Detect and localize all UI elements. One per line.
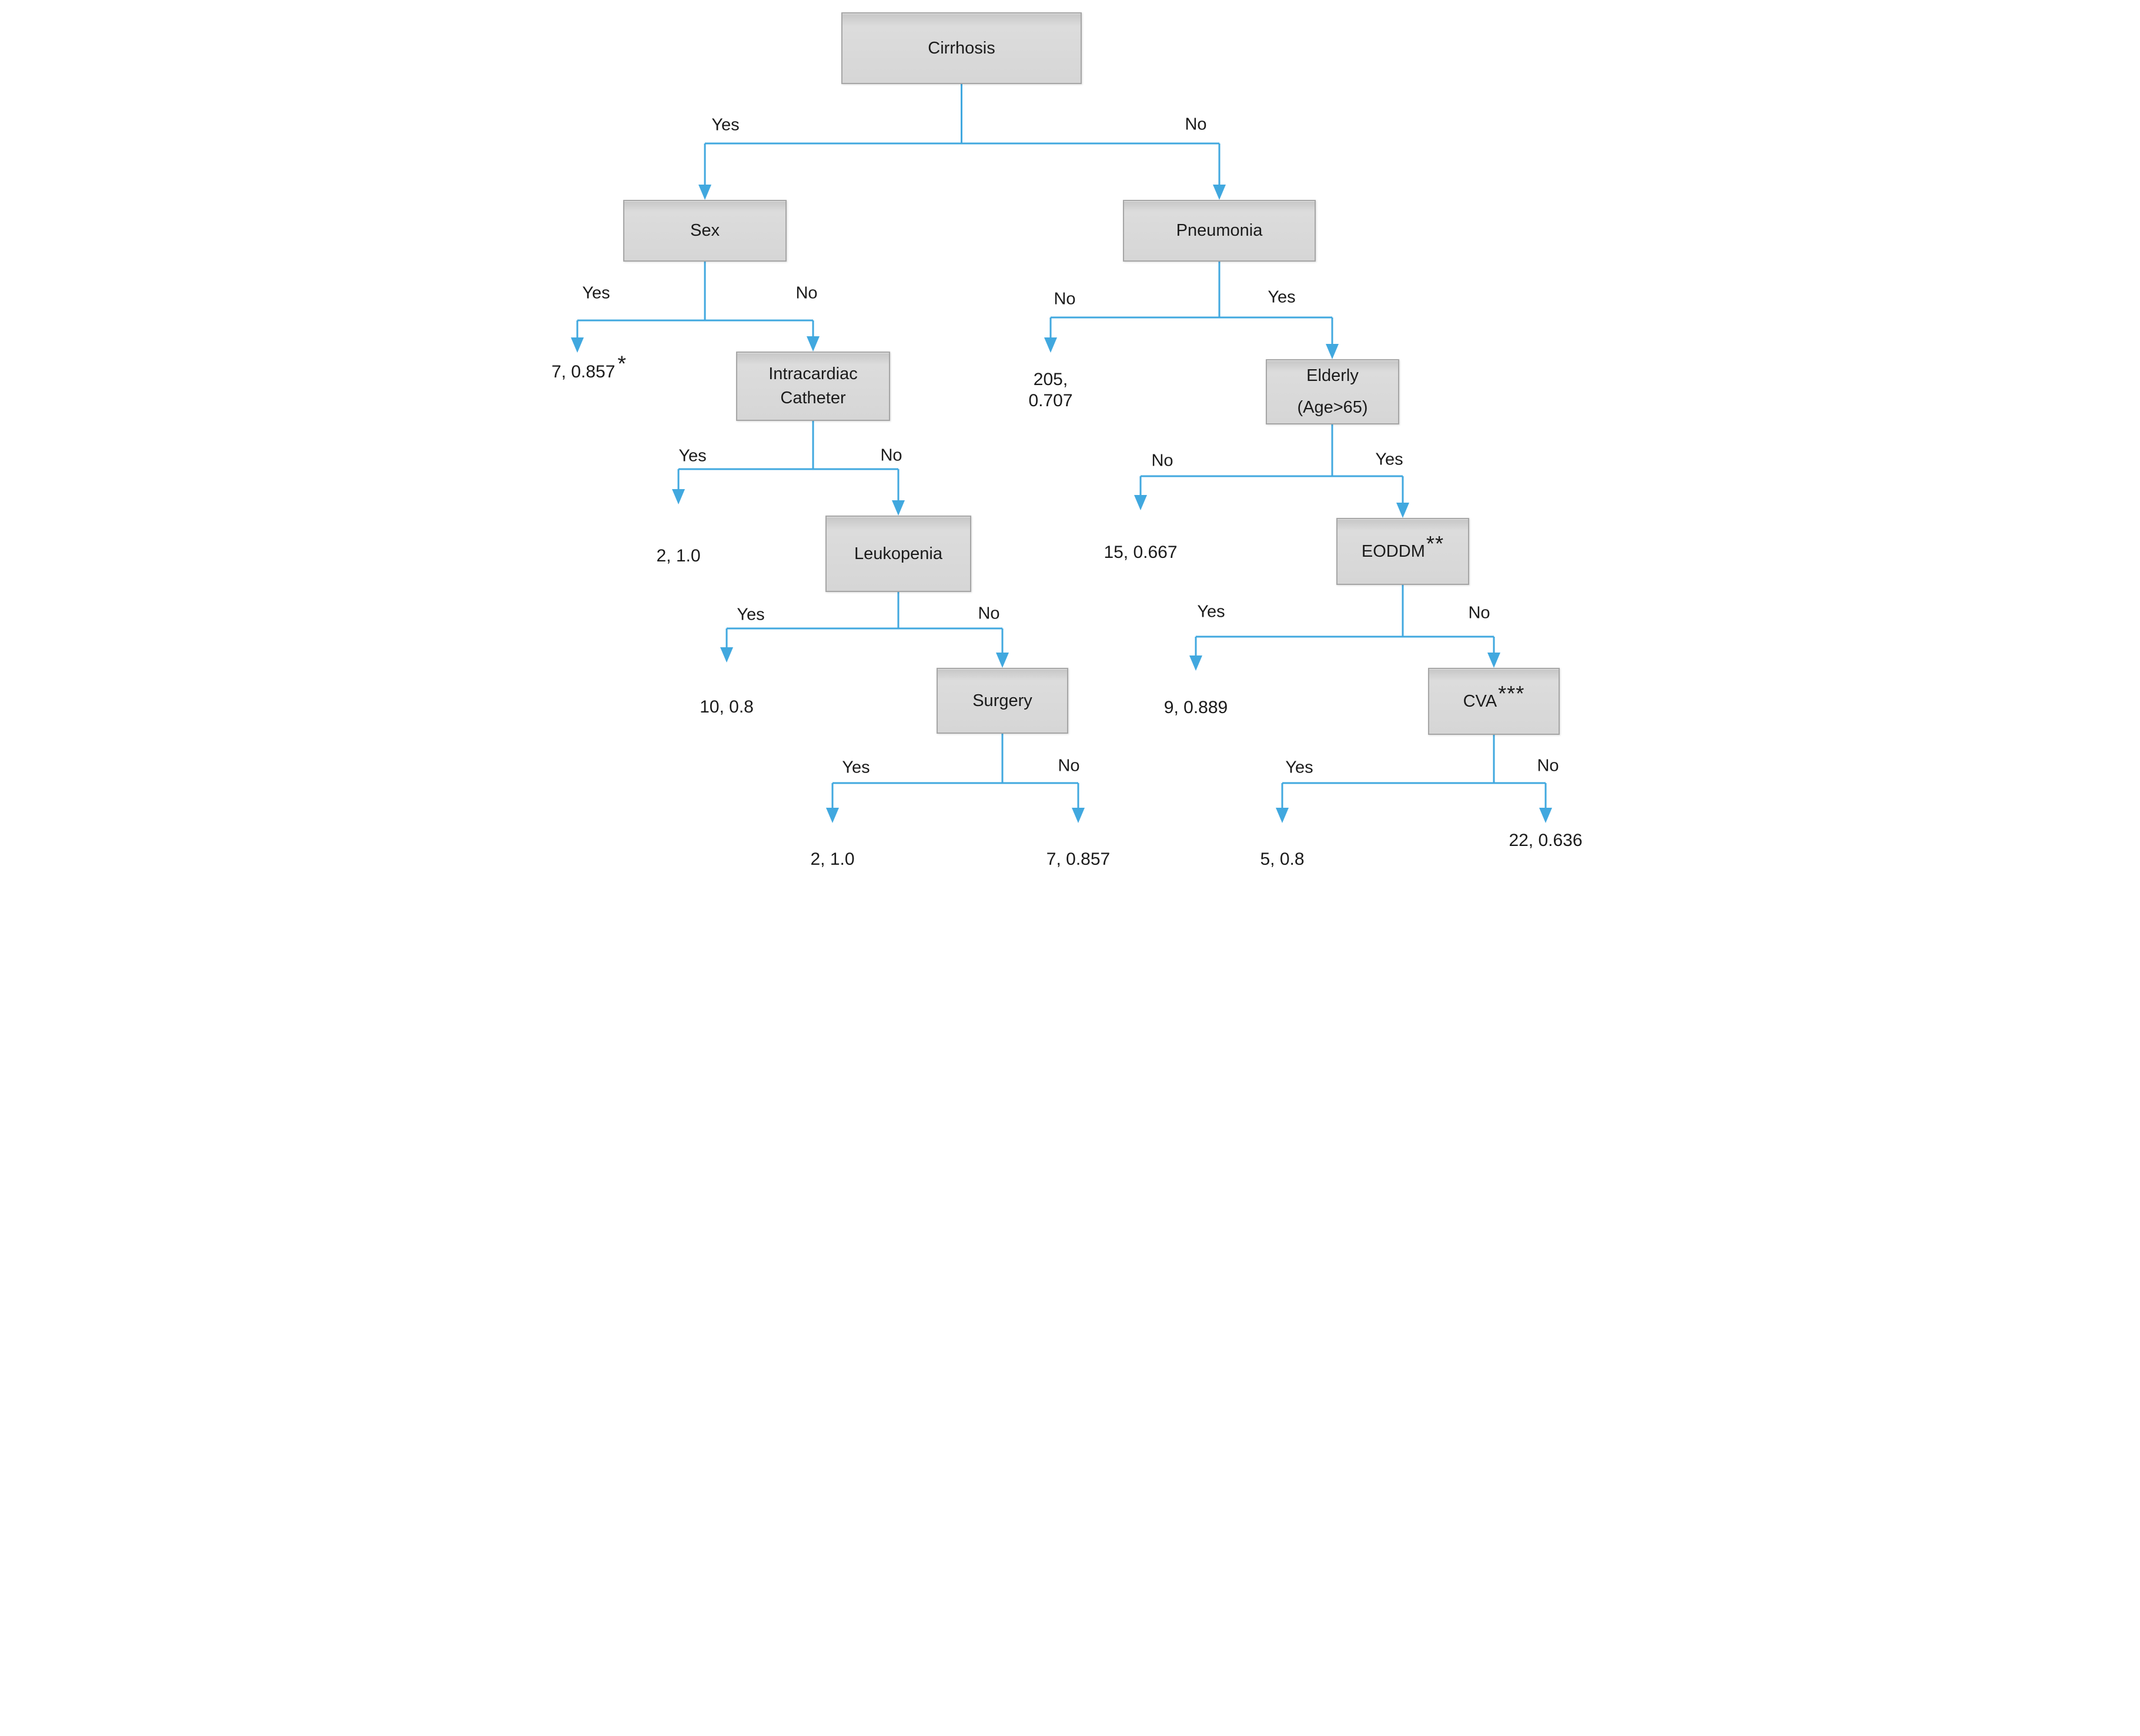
edges-elderly (1134, 424, 1409, 518)
arrowhead-to-leaf-cva-yes (1276, 808, 1289, 823)
arrowhead-to-surgery (996, 653, 1009, 668)
node-surgery: Surgery (937, 668, 1068, 734)
edge-label-surgery-yes: Yes (842, 758, 870, 777)
edge-label-elderly-no: No (1151, 451, 1173, 470)
edge-label-cirrhosis-yes: Yes (711, 115, 740, 135)
node-sex-label: Sex (690, 221, 720, 240)
leaf-intracardiac-yes: 2, 1.0 (656, 546, 701, 566)
edge-label-pneumonia-no: No (1054, 289, 1076, 309)
edge-label-cva-yes: Yes (1285, 758, 1313, 777)
edge-label-eoddm-yes: Yes (1197, 602, 1225, 621)
leaf-pneumonia-no: 205, 0.707 (1028, 369, 1072, 412)
node-eoddm: EODDM** (1336, 518, 1469, 585)
edges-cirrhosis (698, 84, 1226, 200)
edge-label-leukopenia-no: No (978, 604, 1000, 623)
node-cva-label: CVA*** (1463, 681, 1525, 711)
arrowhead-to-leaf-eoddm-yes (1189, 655, 1202, 671)
arrowhead-to-eoddm (1396, 503, 1409, 518)
edge-label-cva-no: No (1537, 756, 1559, 775)
leaf-cva-no: 22, 0.636 (1509, 831, 1583, 850)
node-sex: Sex (623, 200, 787, 262)
arrowhead-to-leaf-surgery-yes (826, 808, 839, 823)
arrowhead-to-leaf-leukopenia-yes (720, 647, 733, 663)
eoddm-asterisks: ** (1426, 531, 1444, 556)
edge-label-intracardiac-no: No (880, 446, 902, 465)
edge-label-sex-yes: Yes (582, 283, 610, 303)
node-leukopenia-label: Leukopenia (854, 544, 942, 563)
node-pneumonia-label: Pneumonia (1176, 221, 1263, 240)
node-intracardiac-catheter: Intracardiac Catheter (736, 352, 890, 421)
node-eoddm-label: EODDM** (1361, 531, 1444, 561)
arrowhead-to-leukopenia (892, 500, 905, 516)
arrowhead-to-intracardiac (807, 336, 820, 352)
edges-cva (1276, 735, 1552, 823)
edge-label-cirrhosis-no: No (1185, 115, 1207, 134)
node-intracardiac-line1: Intracardiac (768, 364, 858, 384)
arrowhead-to-sex (698, 185, 711, 200)
edge-label-intracardiac-yes: Yes (678, 446, 707, 466)
leaf-surgery-yes: 2, 1.0 (810, 849, 855, 869)
arrowhead-to-leaf-elderly-no (1134, 495, 1147, 510)
leaf-eoddm-yes: 9, 0.889 (1163, 698, 1228, 717)
leaf-surgery-no: 7, 0.857 (1046, 849, 1111, 869)
node-intracardiac-line2: Catheter (780, 389, 846, 407)
node-elderly-line2: (Age>65) (1297, 397, 1368, 417)
leaf-leukopenia-yes: 10, 0.8 (700, 697, 754, 717)
edges-surgery (826, 734, 1085, 823)
arrowhead-to-leaf-surgery-no (1072, 808, 1085, 823)
edge-label-elderly-yes: Yes (1375, 450, 1403, 469)
edge-label-eoddm-no: No (1468, 603, 1490, 623)
leaf-cva-yes: 5, 0.8 (1260, 849, 1305, 869)
arrowhead-to-cva (1487, 653, 1500, 668)
leaf-pneumonia-no-line2: 0.707 (1028, 391, 1073, 410)
edge-label-pneumonia-yes: Yes (1268, 287, 1296, 307)
arrowhead-to-leaf-cva-no (1539, 808, 1552, 823)
node-cva: CVA*** (1428, 668, 1560, 735)
arrowhead-to-leaf-pneumonia-no (1044, 337, 1057, 353)
leaf-sex-yes: 7, 0.857* (551, 350, 627, 382)
leaf-sex-yes-asterisk: * (617, 350, 627, 376)
leaf-pneumonia-no-line1: 205, (1033, 370, 1068, 389)
arrowhead-to-pneumonia (1213, 185, 1226, 200)
cva-asterisks: *** (1498, 681, 1525, 705)
edges-eoddm (1189, 585, 1500, 671)
edges-leukopenia (720, 592, 1009, 668)
decision-tree-canvas: Cirrhosis Sex Pneumonia Intracardiac Cat… (535, 0, 1605, 870)
node-elderly-line1: Elderly (1306, 366, 1359, 385)
node-surgery-label: Surgery (972, 691, 1032, 710)
arrowhead-to-leaf-intracardiac-yes (672, 489, 685, 504)
edge-label-sex-no: No (795, 283, 818, 303)
arrowhead-to-elderly (1326, 344, 1339, 359)
node-cirrhosis-label: Cirrhosis (928, 38, 995, 58)
edges-pneumonia (1044, 262, 1339, 359)
node-pneumonia: Pneumonia (1123, 200, 1316, 262)
connector-layer (571, 84, 1552, 823)
edges-sex (571, 262, 820, 353)
edges-intracardiac (672, 421, 905, 516)
leaf-elderly-no: 15, 0.667 (1104, 543, 1178, 562)
node-leukopenia: Leukopenia (825, 516, 971, 592)
edge-label-leukopenia-yes: Yes (737, 605, 765, 624)
edge-label-surgery-no: No (1058, 756, 1080, 775)
node-cirrhosis: Cirrhosis (841, 12, 1082, 84)
arrowhead-to-leaf-sex-yes (571, 337, 584, 353)
node-elderly: Elderly (Age>65) (1266, 359, 1399, 424)
